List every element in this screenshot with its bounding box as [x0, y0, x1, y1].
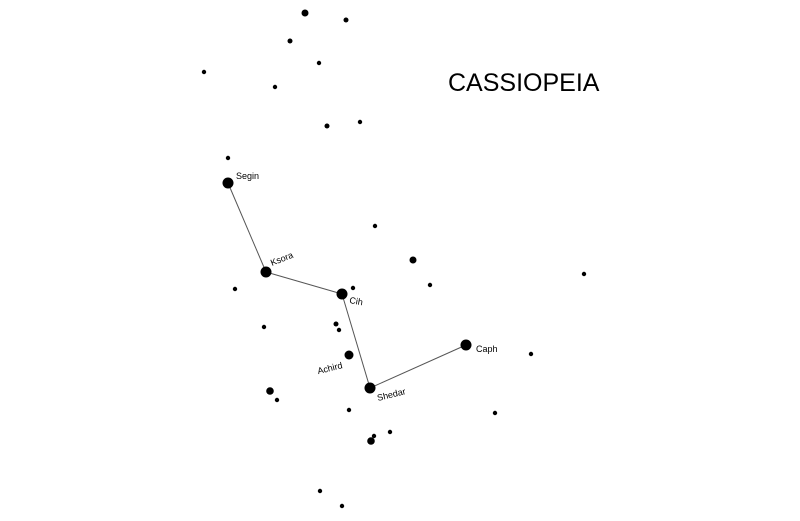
star-label-shedar: Shedar	[376, 386, 407, 403]
background-star	[387, 429, 393, 435]
background-star	[346, 407, 352, 413]
star-achird	[344, 350, 354, 360]
star-label-achird: Achird	[316, 360, 343, 376]
background-star	[409, 256, 417, 264]
star-ksora	[260, 266, 272, 278]
background-star	[492, 410, 498, 416]
background-star	[336, 327, 342, 333]
star-caph	[460, 339, 472, 351]
star-label-caph: Caph	[476, 344, 498, 354]
background-star	[274, 397, 280, 403]
background-star	[316, 60, 322, 66]
constellation-line-ksora-cih	[265, 271, 343, 295]
background-star	[287, 38, 293, 44]
background-star	[272, 84, 278, 90]
constellation-line-segin-ksora	[227, 182, 267, 273]
star-segin	[222, 177, 234, 189]
constellation-line-shedar-caph	[369, 344, 467, 389]
background-star	[372, 223, 378, 229]
background-star	[427, 282, 433, 288]
constellation-lines	[227, 182, 467, 389]
constellation-title: CASSIOPEIA	[448, 69, 600, 97]
background-star	[261, 324, 267, 330]
background-star	[317, 488, 323, 494]
background-star	[201, 69, 207, 75]
background-star	[528, 351, 534, 357]
background-star	[324, 123, 330, 129]
background-star	[266, 387, 274, 395]
background-star	[581, 271, 587, 277]
background-star	[333, 321, 339, 327]
star-label-cih: Cih	[349, 295, 364, 307]
background-star	[357, 119, 363, 125]
background-star	[232, 286, 238, 292]
background-star	[339, 503, 345, 509]
background-star	[225, 155, 231, 161]
background-star	[343, 17, 349, 23]
constellation-line-cih-shedar	[341, 293, 371, 389]
background-star	[301, 9, 309, 17]
background-star	[371, 433, 377, 439]
star-label-ksora: Ksora	[269, 250, 295, 268]
background-star	[367, 437, 375, 445]
star-shedar	[364, 382, 376, 394]
star-label-segin: Segin	[236, 171, 259, 181]
star-cih	[336, 288, 348, 300]
background-stars	[201, 9, 587, 509]
background-star	[350, 285, 356, 291]
